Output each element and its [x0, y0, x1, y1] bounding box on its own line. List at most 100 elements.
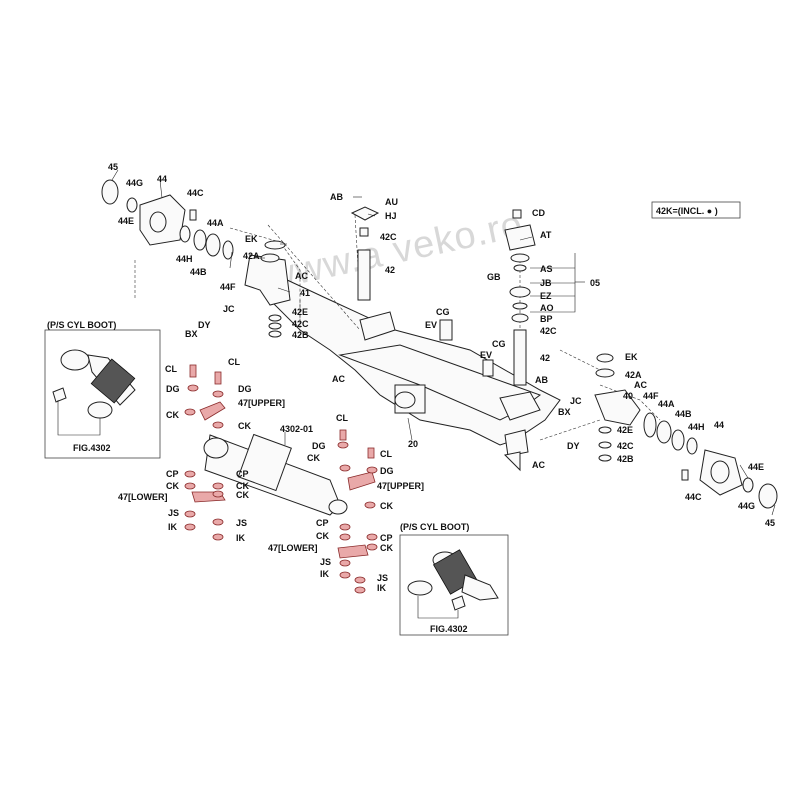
label-44e: 44E — [118, 216, 134, 226]
label-47-lower: 47[LOWER] — [118, 492, 168, 502]
label-cp: CP — [316, 518, 329, 528]
label-44h: 44H — [688, 422, 705, 432]
label-cl: CL — [380, 449, 392, 459]
label-cl: CL — [228, 357, 240, 367]
label-44a: 44A — [658, 399, 675, 409]
label-05: 05 — [590, 278, 600, 288]
power-steering-cylinder — [203, 433, 348, 516]
label-ao: AO — [540, 303, 554, 313]
label-js: JS — [320, 557, 331, 567]
hub-cap-right — [758, 483, 778, 509]
label-dy: DY — [198, 320, 211, 330]
steering-knuckle-left — [244, 254, 291, 306]
label-44: 44 — [714, 420, 724, 430]
label-44f: 44F — [220, 282, 236, 292]
label-ck: CK — [236, 481, 249, 491]
inset-right: (P/S CYL BOOT) FIG.4302 — [399, 522, 509, 636]
label-ac: AC — [634, 380, 647, 390]
kingpin-parts — [350, 206, 536, 472]
label-cg: CG — [492, 339, 506, 349]
axle-beam — [254, 263, 561, 457]
inset-left: (P/S CYL BOOT) FIG.4302 — [44, 320, 161, 459]
label-gb: GB — [487, 272, 501, 282]
label-ev: EV — [480, 350, 492, 360]
kingpin-lower — [513, 329, 527, 386]
label-47-upper: 47[UPPER] — [377, 481, 424, 491]
label-cd: CD — [532, 208, 545, 218]
label-42e: 42E — [617, 425, 633, 435]
label-ez: EZ — [540, 291, 552, 301]
label-42a: 42A — [243, 251, 260, 261]
label-ac: AC — [295, 271, 308, 281]
label-bx: BX — [185, 329, 198, 339]
label-jc: JC — [223, 304, 235, 314]
label-au: AU — [385, 197, 398, 207]
label-cg: CG — [436, 307, 450, 317]
inset-right-title: (P/S CYL BOOT) — [400, 522, 469, 532]
label-42c: 42C — [380, 232, 397, 242]
label-cl: CL — [165, 364, 177, 374]
label-44b: 44B — [675, 409, 692, 419]
label-cp: CP — [166, 469, 179, 479]
label-ck: CK — [316, 531, 329, 541]
label-ev: EV — [425, 320, 437, 330]
label-45: 45 — [765, 518, 775, 528]
label-20: 20 — [408, 439, 418, 449]
label-dy: DY — [567, 441, 580, 451]
label-44g: 44G — [126, 178, 143, 188]
label-ck: CK — [166, 410, 179, 420]
label-42c: 42C — [540, 326, 557, 336]
label-41: 41 — [300, 288, 310, 298]
label-bp: BP — [540, 314, 553, 324]
label-as: AS — [540, 264, 553, 274]
label-42c: 42C — [292, 319, 309, 329]
label-cp: CP — [236, 469, 249, 479]
label-dg: DG — [380, 466, 394, 476]
label-44c: 44C — [187, 188, 204, 198]
label-js: JS — [377, 573, 388, 583]
label-ac: AC — [532, 460, 545, 470]
label-42a: 42A — [625, 370, 642, 380]
label-ab: AB — [330, 192, 343, 202]
label-jb: JB — [540, 278, 552, 288]
left-hub-assembly — [101, 179, 291, 338]
label-ck: CK — [166, 481, 179, 491]
label-ik: IK — [320, 569, 330, 579]
legend-box — [651, 201, 741, 219]
label-cp: CP — [380, 533, 393, 543]
part-labels: 45 44G 44 44E 44C 44A 44H 44B 44F EK 42A… — [108, 162, 775, 593]
label-cl: CL — [336, 413, 348, 423]
label-40: 40 — [623, 391, 633, 401]
label-44f: 44F — [643, 391, 659, 401]
label-js: JS — [236, 518, 247, 528]
label-ab: AB — [535, 375, 548, 385]
label-ik: IK — [168, 522, 178, 532]
label-ck: CK — [236, 490, 249, 500]
label-at: AT — [540, 230, 552, 240]
label-42c: 42C — [617, 441, 634, 451]
label-47-lower: 47[LOWER] — [268, 543, 318, 553]
label-44: 44 — [157, 174, 167, 184]
label-dg: DG — [166, 384, 180, 394]
label-ac: AC — [332, 374, 345, 384]
label-44e: 44E — [748, 462, 764, 472]
label-js: JS — [168, 508, 179, 518]
label-45: 45 — [108, 162, 118, 172]
label-42b: 42B — [617, 454, 634, 464]
tie-rod-parts-right — [337, 429, 378, 594]
inset-left-title: (P/S CYL BOOT) — [47, 320, 116, 330]
label-42e: 42E — [292, 307, 308, 317]
label-44a: 44A — [207, 218, 224, 228]
label-42b: 42B — [292, 330, 309, 340]
label-42: 42 — [540, 353, 550, 363]
label-ck: CK — [380, 543, 393, 553]
hub-cap-left — [101, 179, 119, 205]
label-44c: 44C — [685, 492, 702, 502]
label-47-upper: 47[UPPER] — [238, 398, 285, 408]
label-42: 42 — [385, 265, 395, 275]
label-ik: IK — [377, 583, 387, 593]
steering-knuckle-right — [594, 389, 641, 426]
tie-rod-parts-left — [184, 364, 226, 541]
